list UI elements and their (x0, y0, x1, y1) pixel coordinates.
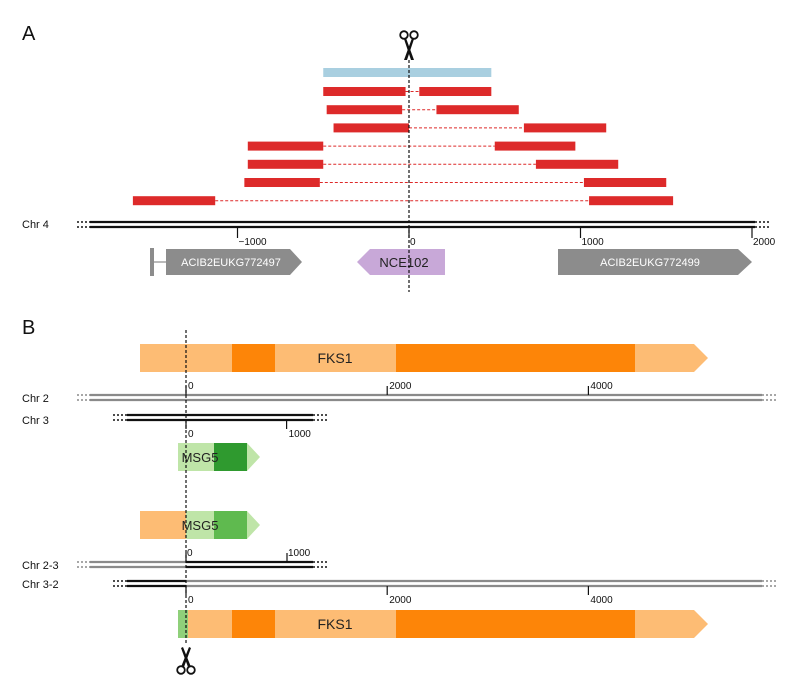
panel-b-label: B (22, 317, 35, 339)
read-pair (247, 159, 619, 169)
chr3-tick-label: 1000 (289, 429, 312, 440)
chr32-label: Chr 3-2 (22, 579, 59, 591)
chr4-tick-label: 1000 (582, 237, 605, 248)
read-pair (247, 141, 576, 151)
chr32-tick-label: 2000 (389, 595, 412, 606)
read-pair (132, 196, 674, 206)
chr23-ticks: 0 1000 (185, 548, 311, 562)
chr4-tick-label: −1000 (239, 237, 268, 248)
scissors-icon (176, 647, 196, 675)
chr23-tick-label-1000: 1000 (288, 548, 311, 559)
gene-fks1-top: FKS1 (140, 344, 708, 372)
gene-msg5-top: MSG5 (178, 443, 260, 471)
chr4-tick-label: 2000 (753, 237, 776, 248)
read-left (244, 178, 320, 187)
read-pairs (132, 87, 674, 206)
panel-a-label: A (22, 23, 36, 45)
gene-msg5-fusion: MSG5 (140, 511, 260, 539)
gene-label-fks1-fusion: FKS1 (317, 616, 352, 632)
read-pair (333, 123, 607, 133)
read-left (326, 105, 403, 115)
chr32-ticks: 0 2000 4000 (185, 586, 613, 606)
gene-label-acib2eukg772499: ACIB2EUKG772499 (600, 257, 700, 269)
gene-label-fks1-top: FKS1 (317, 350, 352, 366)
read-pair (323, 87, 492, 96)
chr32-line (113, 579, 776, 588)
read-left (132, 196, 216, 206)
chr23-line (77, 560, 327, 569)
read-right (419, 87, 492, 96)
read-right (535, 159, 619, 169)
read-left (333, 123, 409, 133)
chr3-label: Chr 3 (22, 415, 49, 427)
guide-rna-bar (323, 68, 492, 77)
chr2-tick-label: 0 (188, 381, 194, 392)
chr32-tick-label: 4000 (590, 595, 613, 606)
read-right (523, 123, 607, 133)
read-left (323, 87, 406, 96)
read-right (436, 105, 519, 115)
chr4-line (77, 220, 770, 229)
scissors-icon (399, 30, 419, 60)
chr2-line (77, 393, 776, 402)
chr3-line (113, 413, 327, 422)
chr2-tick-label: 2000 (389, 381, 412, 392)
chr3-ticks: 0 1000 (185, 420, 312, 440)
gene-fks1-fusion: FKS1 (178, 610, 708, 638)
gene-label-nce102: NCE102 (379, 255, 428, 270)
chr2-label: Chr 2 (22, 393, 49, 405)
gene-acib2eukg772497: ACIB2EUKG772497 (150, 248, 302, 276)
read-right (589, 196, 674, 206)
chr4-ticks: −1000 0 1000 2000 (236, 227, 776, 248)
read-pair (244, 178, 667, 187)
chr3-tick-label: 0 (188, 429, 194, 440)
chr23-label: Chr 2-3 (22, 560, 59, 572)
gene-label-msg5-fusion: MSG5 (182, 518, 219, 533)
gene-nce102: NCE102 (357, 249, 445, 275)
read-left (247, 159, 324, 169)
gene-label-msg5-top: MSG5 (182, 450, 219, 465)
chr2-tick-label: 4000 (590, 381, 613, 392)
chr4-tick-label: 0 (410, 237, 416, 248)
read-pair (326, 105, 519, 115)
chr23-tick-label-0: 0 (187, 548, 193, 559)
read-right (494, 141, 576, 151)
gene-label-acib2eukg772497: ACIB2EUKG772497 (181, 257, 281, 269)
read-left (247, 141, 324, 151)
gene-acib2eukg772499: ACIB2EUKG772499 (558, 249, 752, 275)
chr32-tick-label: 0 (188, 595, 194, 606)
chr2-ticks: 0 2000 4000 (185, 381, 613, 395)
chr4-label: Chr 4 (22, 219, 49, 231)
read-right (583, 178, 667, 187)
